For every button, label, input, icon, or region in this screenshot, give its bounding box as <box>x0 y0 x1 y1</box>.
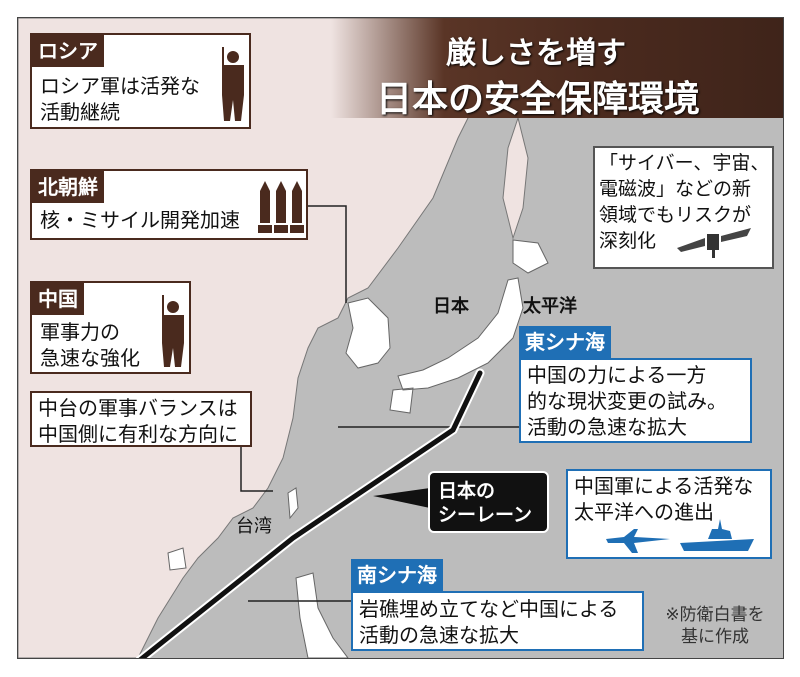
title-line2: 日本の安全保障環境 <box>376 78 701 120</box>
place-pacific-ocean: 太平洋 <box>523 296 577 317</box>
pacific-advance-box: 中国軍による活発な 太平洋への進出 <box>566 469 772 559</box>
pacific-advance-text: 中国軍による活発な 太平洋への進出 <box>574 474 754 524</box>
cyber-text: 「サイバー、宇宙、 電磁波」などの新 領域でもリスクが 深刻化 <box>599 152 770 252</box>
sea-lane-label: 日本の シーレーン <box>428 471 549 533</box>
north-korea-label: 北朝鮮 <box>32 171 104 203</box>
china-box: 中国 軍事力の 急速な強化 <box>30 281 191 374</box>
china-text: 軍事力の 急速な強化 <box>40 320 140 370</box>
fighter-jet-icon <box>606 529 670 553</box>
japan-islands <box>389 239 549 414</box>
place-taiwan: 台湾 <box>236 516 272 537</box>
sakhalin <box>502 116 529 240</box>
map-frame: 厳しさを増す 日本の安全保障環境 ロシア ロシア軍は活発な 活動継続 北朝鮮 核… <box>17 17 784 659</box>
source-footnote: ※防衛白書を 基に作成 <box>665 605 765 647</box>
title-line1: 厳しさを増す <box>446 36 626 71</box>
philippines <box>295 572 349 658</box>
soldier-icon <box>162 295 184 367</box>
east-china-sea-text: 中国の力による一方 的な現状変更の試み。 活動の急速な拡大 <box>527 363 727 439</box>
title-banner: 厳しさを増す 日本の安全保障環境 <box>331 18 783 120</box>
taiwan-balance-text: 中台の軍事バランスは 中国側に有利な方向に <box>38 396 238 446</box>
korean-peninsula <box>345 297 391 369</box>
connector-north-korea <box>307 205 347 303</box>
china-label: 中国 <box>32 283 84 315</box>
russia-box: ロシア ロシア軍は活発な 活動継続 <box>30 33 251 129</box>
connector-taiwan-balance <box>240 446 273 492</box>
south-china-sea-text: 岩礁埋め立てなど中国による 活動の急速な拡大 <box>359 597 619 647</box>
russia-text: ロシア軍は活発な 活動継続 <box>40 74 200 124</box>
hainan-island <box>167 547 187 571</box>
warship-icon <box>680 519 754 551</box>
east-china-sea-box: 中国の力による一方 的な現状変更の試み。 活動の急速な拡大 <box>519 358 752 443</box>
russia-label: ロシア <box>32 35 104 67</box>
cyber-box: 「サイバー、宇宙、 電磁波」などの新 領域でもリスクが 深刻化 <box>593 146 774 269</box>
missile-icon <box>258 181 304 233</box>
place-japan: 日本 <box>433 296 469 317</box>
south-china-sea-label: 南シナ海 <box>351 559 443 591</box>
taiwan-island <box>287 487 299 520</box>
south-china-sea-box: 岩礁埋め立てなど中国による 活動の急速な拡大 <box>351 591 644 651</box>
soldier-icon <box>222 47 244 121</box>
taiwan-balance-box: 中台の軍事バランスは 中国側に有利な方向に <box>30 391 252 447</box>
north-korea-text: 核・ミサイル開発加速 <box>40 208 240 232</box>
north-korea-box: 北朝鮮 核・ミサイル開発加速 <box>30 169 308 240</box>
satellite-icon <box>677 228 751 258</box>
sea-lane-route-core <box>138 370 483 658</box>
east-china-sea-label: 東シナ海 <box>519 326 611 358</box>
sea-lane-pointer <box>373 488 430 508</box>
